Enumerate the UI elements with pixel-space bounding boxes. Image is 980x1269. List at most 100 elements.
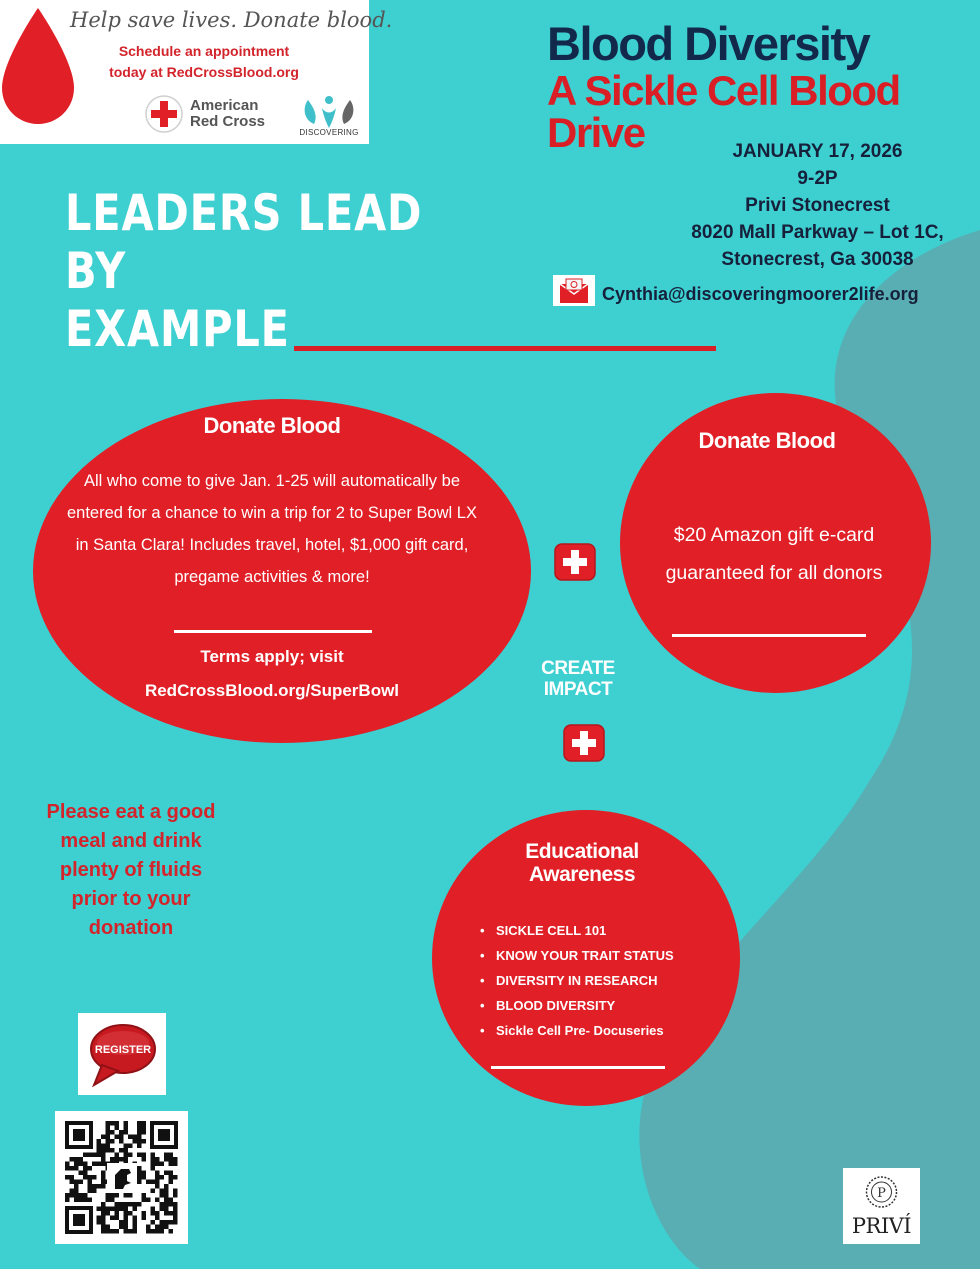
qr-module (155, 1229, 160, 1234)
qr-module (128, 1202, 133, 1207)
qr-module (65, 1175, 70, 1180)
register-button[interactable]: REGISTER (78, 1013, 166, 1095)
qr-module (128, 1193, 133, 1198)
qr-module (101, 1152, 106, 1157)
qr-module (164, 1224, 169, 1229)
qr-module (96, 1215, 101, 1220)
qr-module (132, 1134, 137, 1139)
qr-module (92, 1175, 97, 1180)
qr-module (101, 1134, 106, 1139)
schedule-line-1: Schedule an appointment (118, 43, 290, 59)
qr-module (128, 1152, 133, 1157)
register-label: REGISTER (95, 1044, 151, 1056)
qr-code[interactable] (55, 1111, 188, 1244)
event-venue: Privi Stonecrest (745, 195, 890, 216)
qr-module (137, 1152, 142, 1157)
qr-module (159, 1188, 164, 1193)
qr-module (168, 1197, 173, 1202)
advice-line-2: meal and drink (60, 830, 202, 852)
qr-module (105, 1125, 110, 1130)
qr-module (132, 1202, 137, 1207)
qr-module (110, 1121, 115, 1126)
banner-tagline: Help save lives. Donate blood. (70, 8, 393, 32)
qr-module (164, 1193, 169, 1198)
qr-module (168, 1161, 173, 1166)
title-blood-diversity: Blood Diversity (547, 17, 871, 70)
qr-module (83, 1175, 88, 1180)
terms-link[interactable]: RedCrossBlood.org/SuperBowl (144, 681, 400, 700)
qr-module (87, 1188, 92, 1193)
qr-module (168, 1157, 173, 1162)
qr-module (96, 1161, 101, 1166)
qr-module (141, 1215, 146, 1220)
qr-module (132, 1206, 137, 1211)
qr-module (78, 1161, 83, 1166)
qr-module (105, 1206, 110, 1211)
qr-module (105, 1224, 110, 1229)
qr-module (150, 1188, 155, 1193)
qr-module (96, 1139, 101, 1144)
qr-module (105, 1143, 110, 1148)
qr-module (110, 1157, 115, 1162)
qr-module (155, 1211, 160, 1216)
qr-module (96, 1184, 101, 1189)
qr-module (155, 1184, 160, 1189)
qr-module (101, 1229, 106, 1234)
qr-module (137, 1202, 142, 1207)
qr-module (87, 1152, 92, 1157)
qr-module (96, 1152, 101, 1157)
qr-module (83, 1193, 88, 1198)
qr-module (65, 1161, 70, 1166)
qr-module (96, 1143, 101, 1148)
donate-main-divider (174, 630, 372, 633)
red-cross-icon (145, 95, 183, 133)
qr-module (96, 1148, 101, 1153)
privi-emblem-icon: P (865, 1176, 898, 1208)
medical-plus-icon (563, 724, 605, 762)
qr-module (141, 1170, 146, 1175)
qr-module (69, 1193, 74, 1198)
qr-module (114, 1152, 119, 1157)
qr-module (114, 1125, 119, 1130)
donate-reward-heading: Donate Blood (698, 428, 837, 453)
qr-module (173, 1157, 178, 1162)
qr-module (137, 1125, 142, 1130)
qr-module (119, 1220, 124, 1225)
contact-email[interactable]: Cynthia@discoveringmoorer2life.org (602, 284, 919, 304)
event-time: 9-2P (797, 168, 838, 189)
privi-emblem-letter: P (877, 1186, 886, 1201)
qr-module (114, 1202, 119, 1207)
qr-module (173, 1211, 178, 1216)
qr-module (69, 1157, 74, 1162)
qr-module (123, 1121, 128, 1126)
qr-module (92, 1152, 97, 1157)
qr-module (164, 1206, 169, 1211)
qr-module (114, 1211, 119, 1216)
event-address-2: Stonecrest, Ga 30038 (721, 249, 914, 270)
qr-module (155, 1215, 160, 1220)
qr-module (119, 1224, 124, 1229)
qr-module (123, 1211, 128, 1216)
qr-module (164, 1184, 169, 1189)
qr-module (74, 1179, 79, 1184)
qr-module (159, 1224, 164, 1229)
qr-module (105, 1139, 110, 1144)
qr-module (141, 1152, 146, 1157)
qr-module (101, 1143, 106, 1148)
qr-module (114, 1215, 119, 1220)
qr-module (74, 1184, 79, 1189)
qr-module (119, 1130, 124, 1135)
qr-module (123, 1148, 128, 1153)
qr-module (168, 1152, 173, 1157)
qr-module (146, 1224, 151, 1229)
qr-module (164, 1188, 169, 1193)
discovering-logo-text: DISCOVERING (299, 128, 359, 137)
qr-module (101, 1215, 106, 1220)
donate-main-terms: Terms apply; visit RedCrossBlood.org/Sup… (104, 640, 440, 708)
qr-module (110, 1148, 115, 1153)
qr-module (101, 1161, 106, 1166)
qr-module (114, 1193, 119, 1198)
privi-logo: P (843, 1168, 920, 1244)
qr-module (101, 1184, 106, 1189)
qr-module (83, 1161, 88, 1166)
